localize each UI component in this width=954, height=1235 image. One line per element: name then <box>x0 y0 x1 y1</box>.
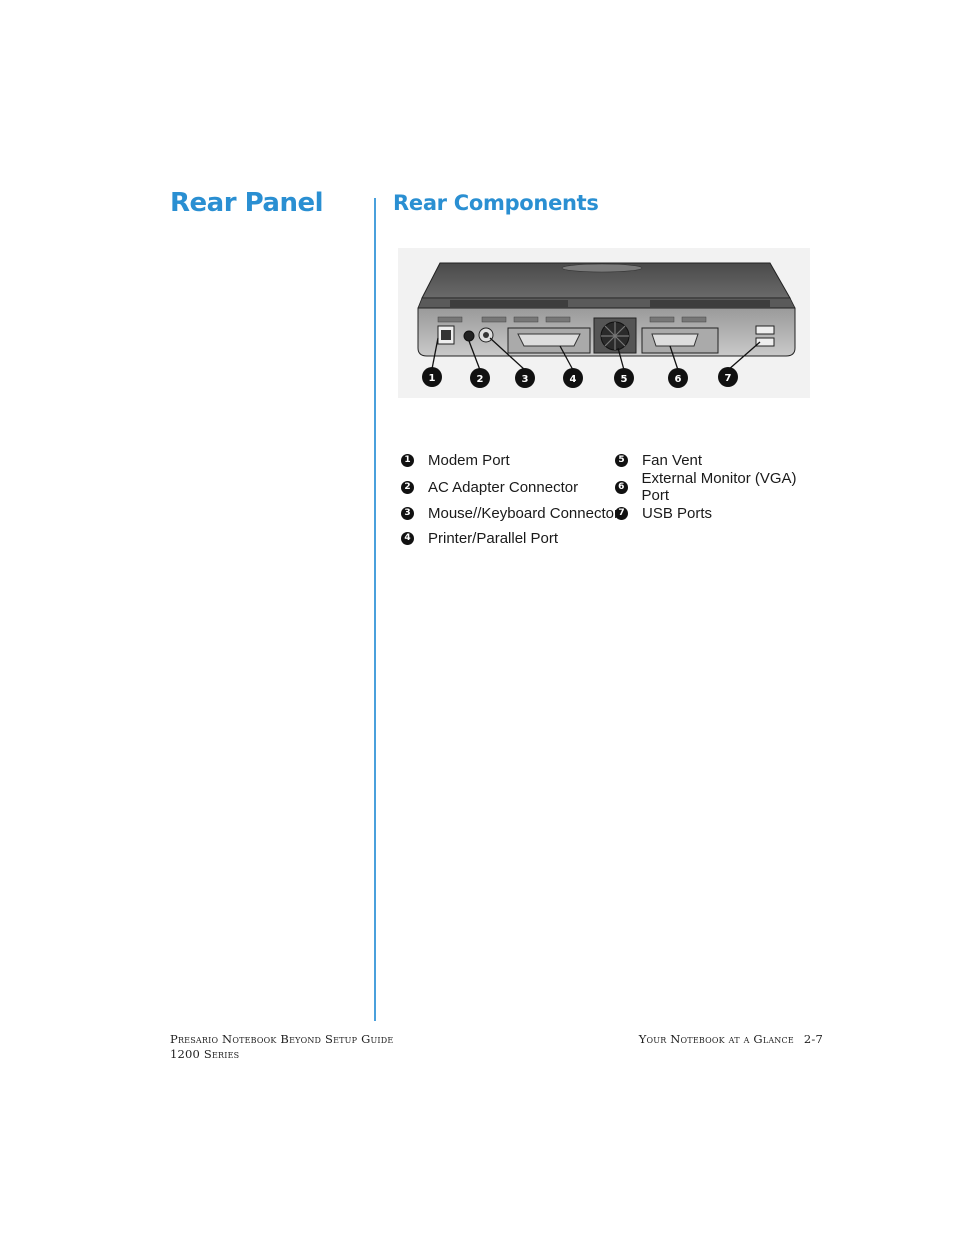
vertical-divider <box>374 198 376 1021</box>
legend-number: 4 <box>401 531 414 545</box>
callout-7: 7 <box>725 373 732 384</box>
callout-markers <box>422 367 738 388</box>
legend-label: External Monitor (VGA) Port <box>641 470 797 504</box>
legend-label: Fan Vent <box>642 451 703 469</box>
legend-item: 5 Fan Vent <box>615 449 702 471</box>
rear-panel-figure: 1 2 3 4 5 6 7 <box>398 248 810 398</box>
legend-number: 2 <box>401 480 414 494</box>
page-title: Rear Panel <box>170 188 324 218</box>
footer-book-title: Presario Notebook Beyond Setup Guide <box>170 1032 394 1046</box>
footer-series: 1200 Series <box>170 1047 240 1061</box>
legend-label: USB Ports <box>642 504 713 522</box>
footer-right: Your Notebook at a Glance 2-7 <box>639 1032 823 1046</box>
callout-2: 2 <box>477 374 484 385</box>
legend-item: 1 Modem Port <box>401 449 510 471</box>
callout-3: 3 <box>522 374 529 385</box>
legend-number: 6 <box>615 480 628 494</box>
footer-left: Presario Notebook Beyond Setup Guide 120… <box>170 1032 393 1062</box>
legend-item: 2 AC Adapter Connector <box>401 476 578 498</box>
footer-chapter-title: Your Notebook at a Glance <box>638 1032 794 1046</box>
callout-6: 6 <box>675 374 682 385</box>
section-heading: Rear Components <box>393 191 599 215</box>
legend-number: 7 <box>615 506 628 520</box>
legend-label: Printer/Parallel Port <box>428 529 559 547</box>
legend-label: Mouse//Keyboard Connector <box>428 504 619 522</box>
legend-item: 3 Mouse//Keyboard Connector <box>401 502 619 524</box>
legend-number: 1 <box>401 453 414 467</box>
notebook-rear-illustration: 1 2 3 4 5 6 7 <box>398 248 810 398</box>
page-number: 2-7 <box>803 1032 823 1046</box>
legend-item: 6 External Monitor (VGA) Port <box>615 470 821 504</box>
callout-1: 1 <box>429 373 436 384</box>
legend-label: Modem Port <box>428 451 510 469</box>
legend-number: 5 <box>615 453 628 467</box>
legend-item: 4 Printer/Parallel Port <box>401 527 558 549</box>
callout-5: 5 <box>621 374 628 385</box>
legend-label: AC Adapter Connector <box>428 478 579 496</box>
legend-item: 7 USB Ports <box>615 502 712 524</box>
legend-number: 3 <box>401 506 414 520</box>
callout-4: 4 <box>570 374 577 385</box>
